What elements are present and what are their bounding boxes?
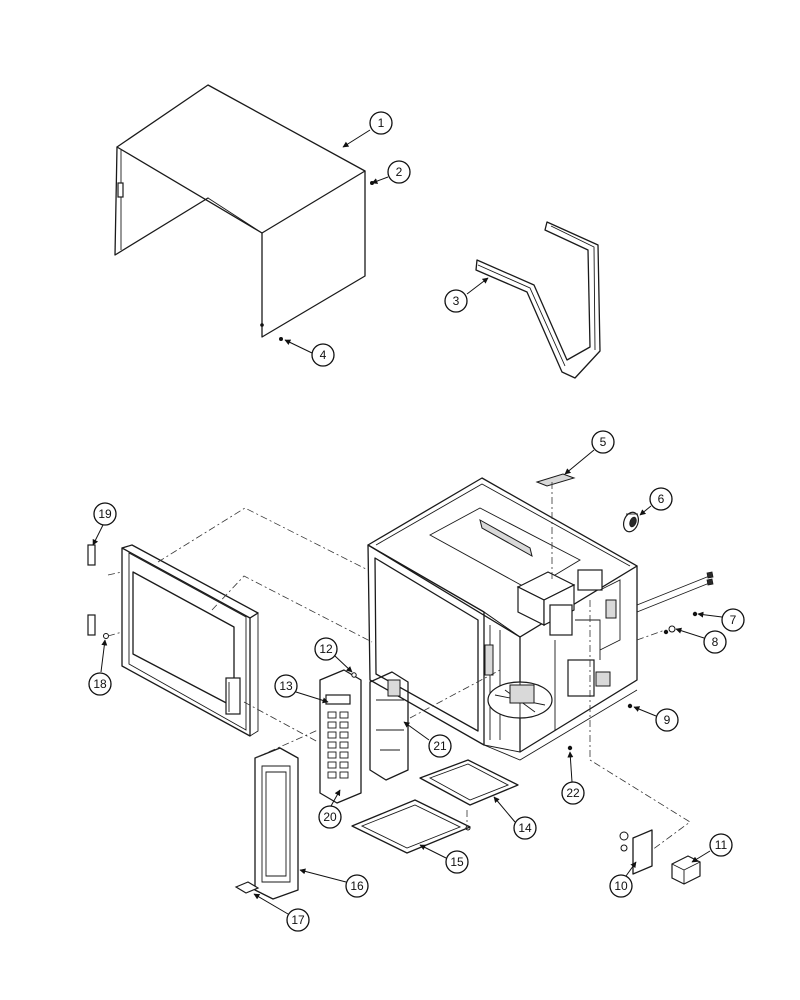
callout-label: 8 bbox=[712, 635, 719, 649]
callout-label: 12 bbox=[319, 642, 333, 656]
callout-label: 20 bbox=[323, 810, 337, 824]
callout-12: 12 bbox=[314, 637, 353, 673]
callout-4: 4 bbox=[284, 339, 335, 367]
callout-14: 14 bbox=[493, 796, 537, 840]
callout-label: 18 bbox=[93, 677, 107, 691]
screws bbox=[279, 181, 714, 751]
door-cap-part bbox=[234, 881, 260, 894]
callout-3: 3 bbox=[444, 277, 489, 313]
door-assembly bbox=[121, 544, 259, 737]
callout-label: 11 bbox=[715, 838, 728, 852]
callout-2: 2 bbox=[371, 160, 411, 184]
callout-label: 14 bbox=[518, 821, 532, 835]
callout-7: 7 bbox=[697, 608, 745, 632]
callout-label: 7 bbox=[730, 613, 737, 627]
callout-label: 16 bbox=[350, 879, 364, 893]
callout-label: 2 bbox=[396, 165, 403, 179]
outer-cabinet-part bbox=[114, 84, 366, 338]
callout-11: 11 bbox=[691, 833, 733, 863]
callout-label: 6 bbox=[658, 492, 665, 506]
callout-6: 6 bbox=[639, 487, 673, 516]
callout-label: 13 bbox=[279, 679, 293, 693]
callout-10: 10 bbox=[609, 861, 637, 898]
callout-label: 4 bbox=[320, 348, 327, 362]
top-strip-part bbox=[535, 473, 576, 487]
callout-label: 9 bbox=[664, 713, 671, 727]
assembly-lines bbox=[107, 482, 691, 851]
callout-label: 22 bbox=[566, 786, 580, 800]
bracket-part bbox=[619, 829, 653, 875]
callout-1: 1 bbox=[342, 111, 393, 148]
callout-17: 17 bbox=[253, 893, 310, 932]
callout-label: 21 bbox=[433, 739, 447, 753]
callout-label: 3 bbox=[453, 294, 460, 308]
callout-label: 1 bbox=[378, 116, 385, 130]
door-pin-lower-part bbox=[87, 614, 109, 639]
callout-5: 5 bbox=[564, 430, 615, 475]
callout-label: 17 bbox=[291, 913, 305, 927]
callout-22: 22 bbox=[561, 751, 585, 805]
callout-16: 16 bbox=[299, 868, 369, 898]
callout-15: 15 bbox=[419, 844, 469, 874]
callout-label: 19 bbox=[98, 507, 112, 521]
door-frame-part bbox=[254, 747, 299, 900]
callout-label: 10 bbox=[614, 879, 628, 893]
glass-tray-part bbox=[351, 799, 471, 854]
door-pin-upper-part bbox=[87, 544, 96, 566]
knob-part bbox=[622, 511, 640, 533]
callout-20: 20 bbox=[318, 789, 342, 829]
control-board-part bbox=[351, 671, 409, 781]
callout-9: 9 bbox=[633, 706, 679, 732]
main-chassis bbox=[367, 477, 638, 761]
callout-8: 8 bbox=[675, 627, 727, 654]
callout-label: 15 bbox=[450, 855, 464, 869]
callout-21: 21 bbox=[403, 721, 452, 758]
callout-label: 5 bbox=[600, 435, 607, 449]
lower-tray-part bbox=[419, 759, 519, 831]
gasket-strip-part bbox=[475, 221, 601, 379]
callout-18: 18 bbox=[88, 639, 112, 696]
callout-13: 13 bbox=[274, 674, 329, 704]
control-panel-part bbox=[319, 669, 362, 804]
callout-19: 19 bbox=[92, 502, 117, 546]
plug-part bbox=[671, 855, 701, 885]
